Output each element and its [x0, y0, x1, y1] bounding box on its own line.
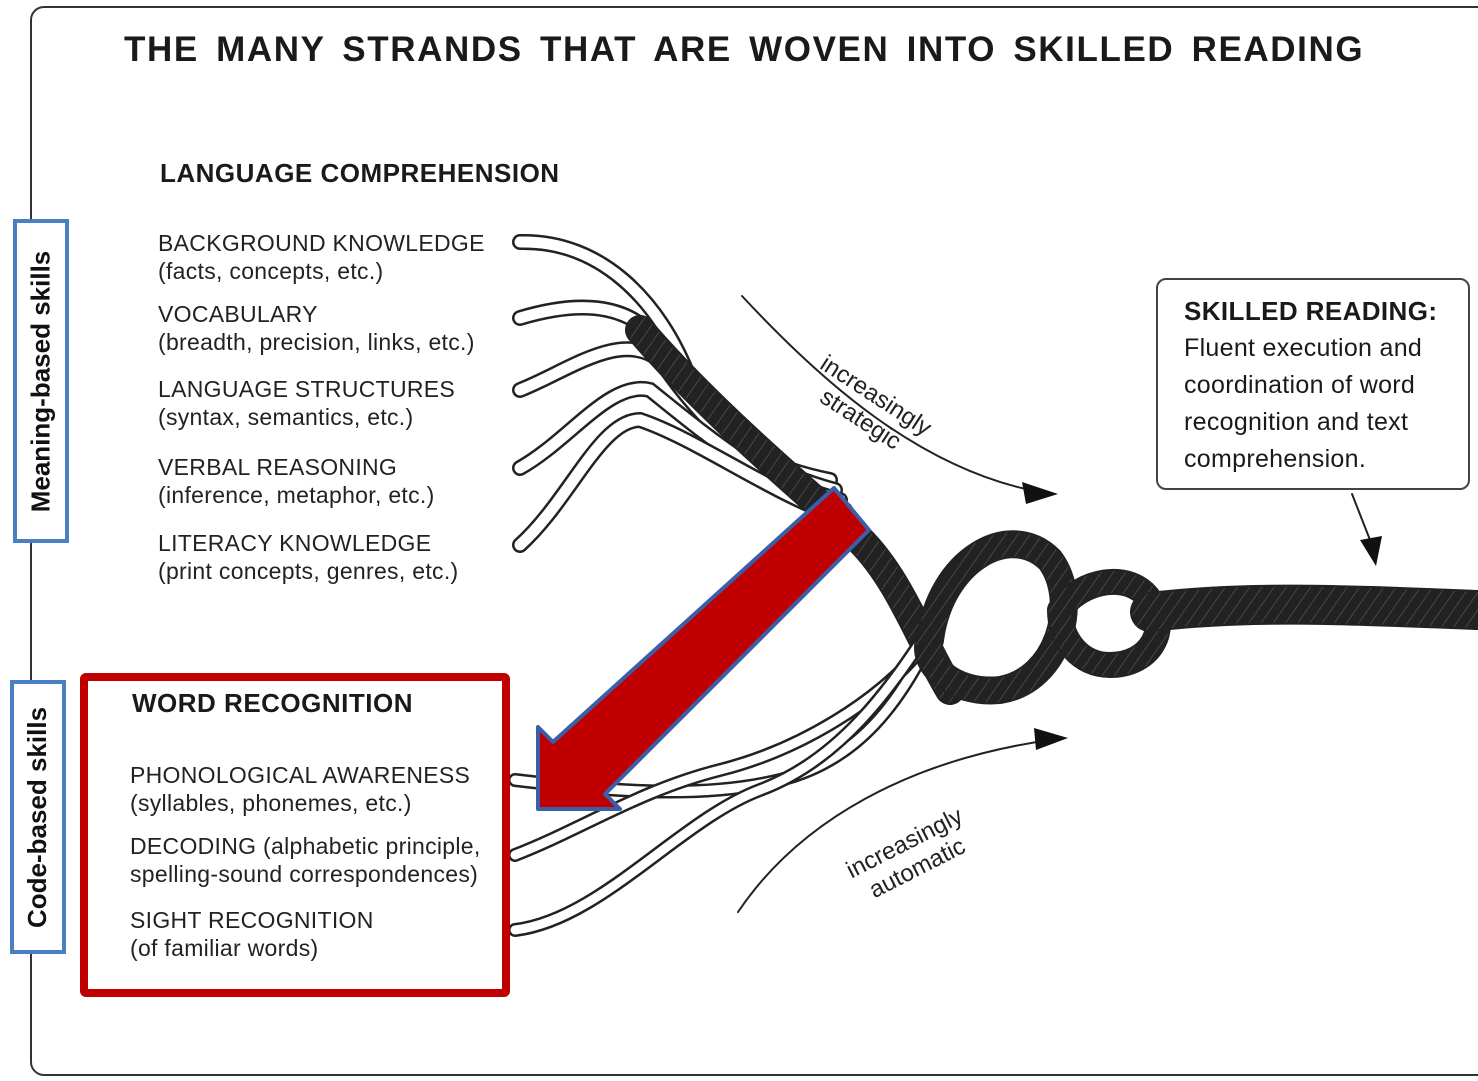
strand-detail: (breadth, precision, links, etc.) — [158, 328, 475, 356]
strand-name: VERBAL REASONING — [158, 454, 397, 480]
meaning-based-skills-text: Meaning-based skills — [26, 250, 57, 512]
strand-decoding: DECODING (alphabetic principle, spelling… — [130, 832, 481, 888]
strand-name: DECODING (alphabetic principle, — [130, 833, 481, 859]
strand-detail: (facts, concepts, etc.) — [158, 257, 485, 285]
strand-name: PHONOLOGICAL AWARENESS — [130, 762, 470, 788]
skilled-reading-heading: SKILLED READING: — [1184, 292, 1458, 330]
strand-detail: spelling-sound correspondences) — [130, 860, 481, 888]
strand-name: SIGHT RECOGNITION — [130, 907, 374, 933]
page-title: THE MANY STRANDS THAT ARE WOVEN INTO SKI… — [124, 30, 1364, 70]
strand-detail: (of familiar words) — [130, 934, 374, 962]
automatic-arrow-head — [1034, 728, 1068, 750]
skilled-reading-body: Fluent execution and coordination of wor… — [1184, 330, 1458, 478]
meaning-based-skills-label: Meaning-based skills — [13, 219, 69, 543]
word-recognition-heading: WORD RECOGNITION — [132, 688, 413, 719]
strand-detail: (inference, metaphor, etc.) — [158, 481, 435, 509]
strand-language-structures: LANGUAGE STRUCTURES (syntax, semantics, … — [158, 375, 455, 431]
strand-name: LITERACY KNOWLEDGE — [158, 530, 431, 556]
language-comprehension-heading: LANGUAGE COMPREHENSION — [160, 158, 560, 189]
strand-name: VOCABULARY — [158, 301, 318, 327]
strand-name: LANGUAGE STRUCTURES — [158, 376, 455, 402]
strand-sight-recognition: SIGHT RECOGNITION (of familiar words) — [130, 906, 374, 962]
code-based-skills-text: Code-based skills — [23, 706, 54, 927]
strand-vocabulary: VOCABULARY (breadth, precision, links, e… — [158, 300, 475, 356]
callout-pointer — [1352, 494, 1372, 545]
strand-name: BACKGROUND KNOWLEDGE — [158, 230, 485, 256]
strand-literacy-knowledge: LITERACY KNOWLEDGE (print concepts, genr… — [158, 529, 458, 585]
skilled-reading-callout: SKILLED READING: Fluent execution and co… — [1156, 278, 1470, 490]
braided-rope — [928, 544, 1478, 690]
strand-phonological-awareness: PHONOLOGICAL AWARENESS (syllables, phone… — [130, 761, 470, 817]
strategic-arrow-head — [1022, 482, 1058, 504]
code-based-skills-label: Code-based skills — [10, 680, 66, 954]
callout-pointer-head — [1360, 536, 1382, 566]
strand-detail: (print concepts, genres, etc.) — [158, 557, 458, 585]
strand-detail: (syllables, phonemes, etc.) — [130, 789, 470, 817]
strand-verbal-reasoning: VERBAL REASONING (inference, metaphor, e… — [158, 453, 435, 509]
strand-background-knowledge: BACKGROUND KNOWLEDGE (facts, concepts, e… — [158, 229, 485, 285]
strand-detail: (syntax, semantics, etc.) — [158, 403, 455, 431]
